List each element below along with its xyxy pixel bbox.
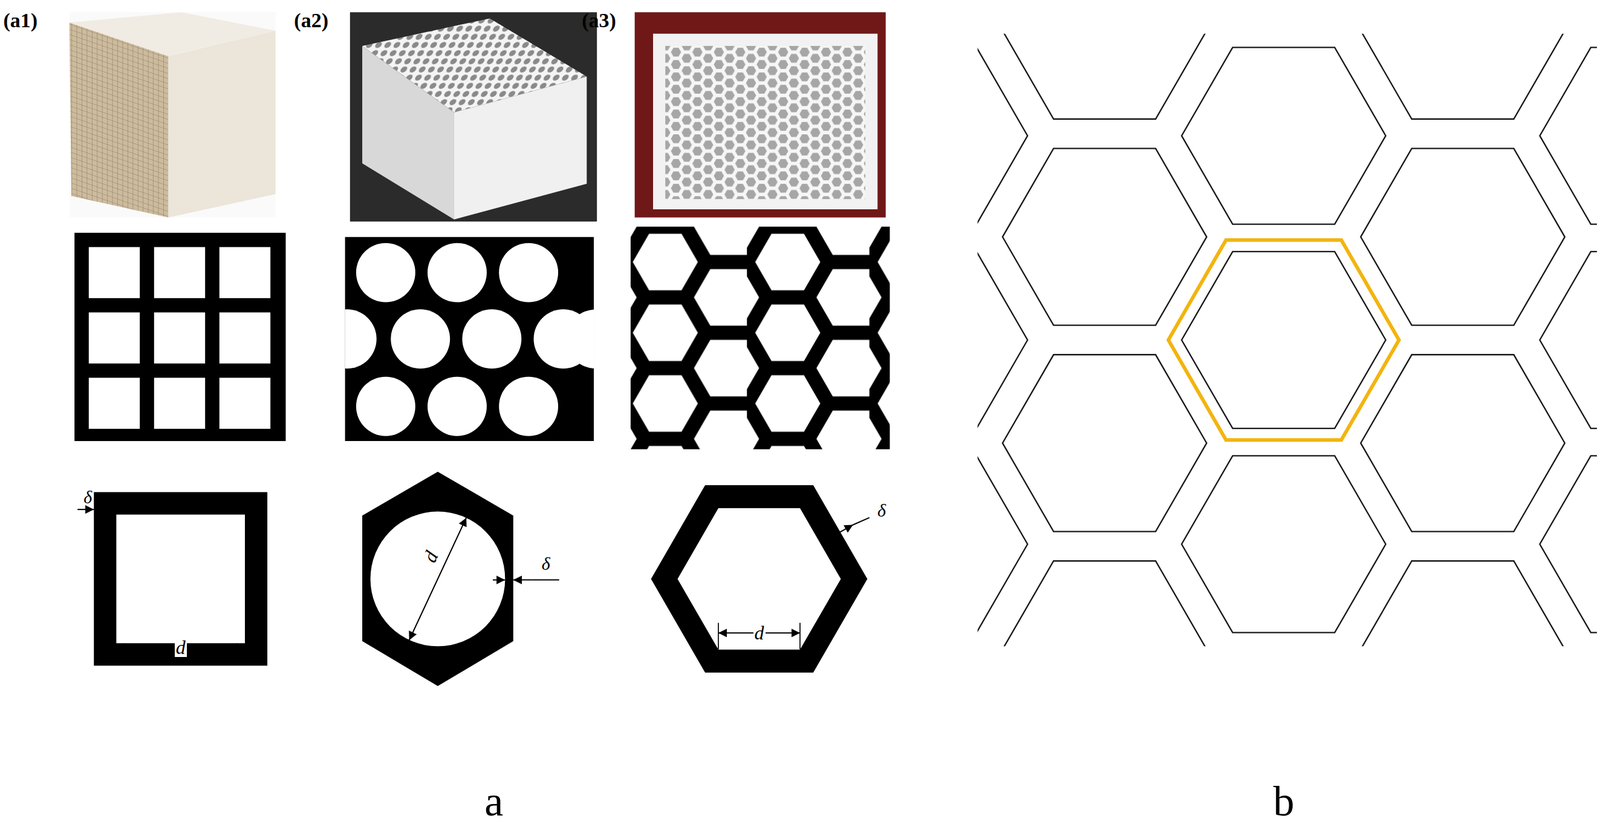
hexagonal-unit-cell <box>651 484 870 673</box>
panel-label: (a1) <box>1 10 39 31</box>
dimension-label: δ <box>540 554 552 573</box>
panel-label: (a3) <box>580 10 618 31</box>
circular-cell-pattern <box>344 237 594 442</box>
panel-letter: b <box>1271 780 1296 823</box>
highlighted-cell <box>1168 240 1399 440</box>
dimension-label: δ <box>876 501 888 520</box>
photo-hexagonal-honeycomb <box>634 12 886 218</box>
dimension-label: δ <box>82 487 94 507</box>
photo-circular-honeycomb <box>350 12 597 222</box>
hexagonal-cell-pattern <box>630 226 891 450</box>
circular-unit-cell <box>362 471 560 686</box>
panel-letter: a <box>483 780 505 823</box>
square-cell-pattern <box>74 232 286 441</box>
photo-square-honeycomb <box>69 12 276 218</box>
dimension-label: d <box>419 546 442 566</box>
dimension-label: d <box>753 622 766 643</box>
square-unit-cell <box>77 491 268 666</box>
dimension-label: d <box>174 637 187 657</box>
hexagon-tessellation <box>977 33 1597 647</box>
panel-label: (a2) <box>292 10 330 31</box>
